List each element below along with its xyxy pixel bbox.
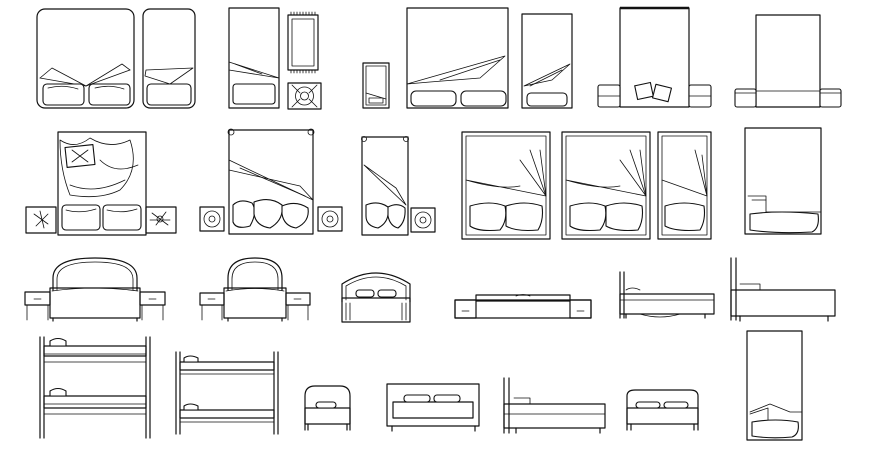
arched-bed-nightstands-elevation: [24, 257, 166, 322]
framed-double-bed-1-plan: [461, 131, 551, 240]
bed-pillows-lamps-plan: [199, 128, 343, 235]
small-bed-elevation: [626, 389, 699, 431]
bed-side-elevation-3: [503, 377, 606, 434]
wide-double-bed-plan: [406, 7, 509, 109]
single-bed-plan: [142, 8, 196, 109]
crib-elevation: [304, 385, 351, 431]
bed-side-elevation-2: [730, 257, 836, 322]
nightstand-lamp-plan: [287, 82, 322, 110]
bed-with-nightstands-plan: [597, 6, 712, 108]
platform-bed-elevation: [454, 294, 592, 319]
rug-plan: [287, 11, 319, 74]
bed-turned-sheet-plan: [744, 127, 822, 235]
elevation-beds-row-4: [39, 330, 803, 441]
single-bed-lamps-plan: [361, 136, 436, 236]
plan-view-beds-row-1: [36, 6, 842, 110]
framed-double-bed-2-plan: [561, 131, 651, 240]
framed-single-bed-plan: [657, 131, 712, 240]
elevation-beds-row-3: [24, 257, 836, 323]
curved-headboard-bed-elevation: [341, 272, 411, 323]
bunk-bed-1-elevation: [39, 336, 151, 439]
messy-double-bed-plan: [25, 131, 177, 236]
tall-bed-sheet-plan: [746, 330, 803, 441]
arched-single-bed-nightstands-elevation: [199, 257, 311, 322]
bed-simple-nightstands-plan: [734, 14, 842, 108]
cot-plan: [362, 62, 390, 109]
bed-side-elevation-1: [619, 271, 715, 319]
plan-view-beds-row-2: [25, 127, 822, 240]
single-bed-sheet-plan: [521, 13, 573, 109]
double-bed-plan: [36, 8, 135, 109]
daybed-elevation: [386, 383, 480, 432]
single-bed-folded-plan: [228, 7, 280, 109]
bunk-bed-2-elevation: [175, 351, 279, 435]
